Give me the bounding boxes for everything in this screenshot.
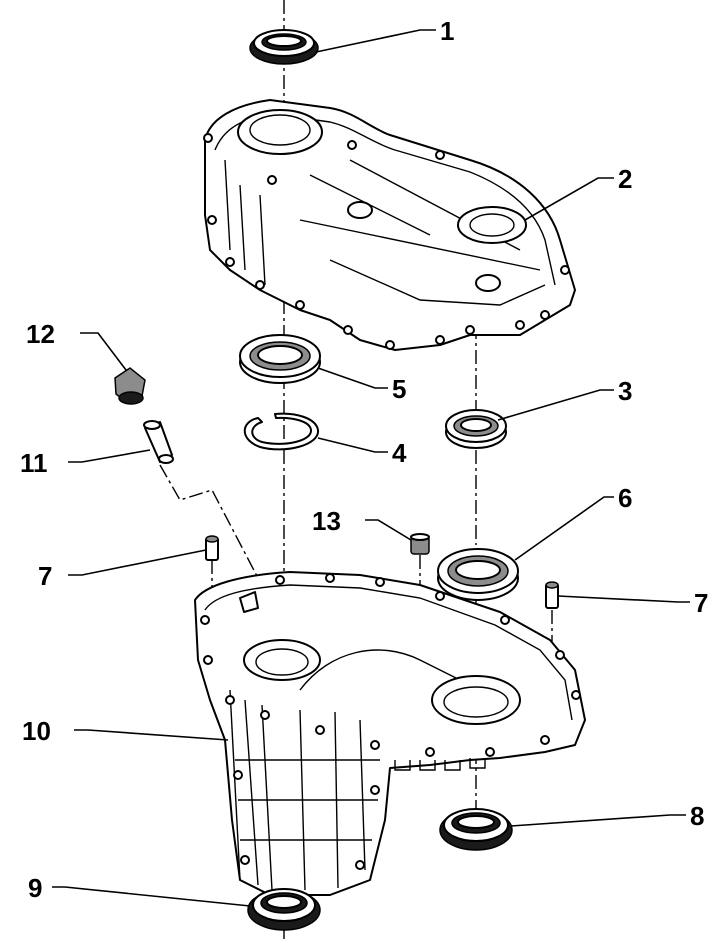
bearing-6 xyxy=(437,548,519,601)
leader-lines xyxy=(52,29,690,907)
seal-1 xyxy=(249,29,319,65)
bearing-5 xyxy=(239,334,321,384)
callout-6: 6 xyxy=(618,483,632,513)
callout-1: 1 xyxy=(440,16,454,46)
callout-5: 5 xyxy=(392,374,406,404)
callout-labels: 1 2 3 4 5 6 7 7 8 9 10 11 12 13 xyxy=(20,16,708,903)
callout-4: 4 xyxy=(392,438,407,468)
callout-11: 11 xyxy=(20,448,48,478)
lower-housing xyxy=(194,571,586,896)
dowel-pin-7-right xyxy=(545,581,559,609)
callout-9: 9 xyxy=(28,873,42,903)
dowel-pin-7-left xyxy=(205,535,219,561)
seal-9 xyxy=(247,888,321,931)
callout-8: 8 xyxy=(690,801,704,831)
callout-10: 10 xyxy=(22,716,51,746)
callout-7-right: 7 xyxy=(694,588,708,618)
callout-2: 2 xyxy=(618,164,632,194)
callout-13: 13 xyxy=(312,506,341,536)
plug-12 xyxy=(114,367,146,405)
pin-11 xyxy=(143,420,174,464)
callout-3: 3 xyxy=(618,376,632,406)
bearing-3 xyxy=(445,409,507,449)
sleeve-13 xyxy=(410,533,430,555)
callout-7-left: 7 xyxy=(38,561,52,591)
callout-12: 12 xyxy=(26,319,55,349)
seal-8 xyxy=(439,808,513,851)
snap-ring-4 xyxy=(243,412,319,451)
upper-housing-cover xyxy=(203,99,576,351)
